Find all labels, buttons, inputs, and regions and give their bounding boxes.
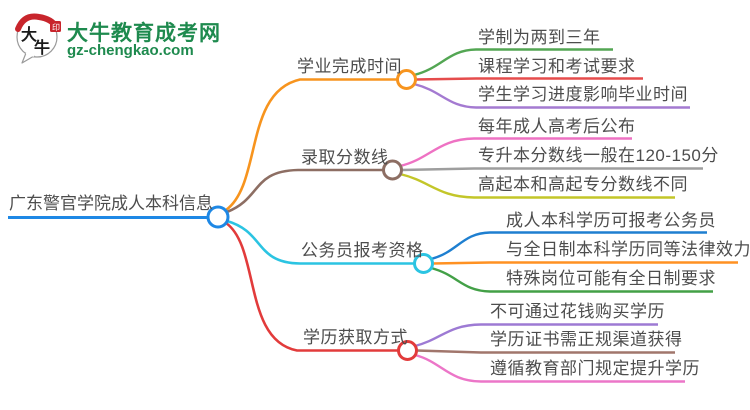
- branch-curve-study-time: [225, 78, 397, 212]
- leaf-label: 不可通过花钱购买学历: [490, 302, 665, 321]
- branch-label-score-line: 录取分数线: [301, 148, 389, 167]
- branch-curve-score-line: [226, 168, 383, 214]
- branch-label-study-time: 学业完成时间: [297, 57, 402, 76]
- leaf-label: 每年成人高考后公布: [478, 117, 636, 136]
- brand-title: 大牛教育成考网: [67, 22, 221, 45]
- branch-2-child-curves: [399, 137, 703, 199]
- branch-curve-civil-service: [226, 219, 414, 265]
- branch-1-node-circle: [396, 69, 417, 90]
- branch-3-node-circle: [413, 253, 434, 274]
- brand-domain: gz-chengkao.com: [67, 42, 194, 59]
- branch-curve-degree-path: [225, 221, 398, 352]
- leaf-label: 学生学习进度影响毕业时间: [478, 85, 688, 104]
- leaf-label: 学制为两到三年: [478, 28, 601, 47]
- leaf-label: 高起本和高起专分数线不同: [478, 175, 688, 194]
- branch-4-child-curves: [414, 323, 685, 383]
- leaf-label: 学历证书需正规渠道获得: [490, 330, 683, 349]
- leaf-label: 特殊岗位可能有全日制要求: [506, 269, 716, 288]
- leaf-label: 遵循教育部门规定提升学历: [490, 359, 700, 378]
- logo-char-bottom: 牛: [34, 38, 50, 57]
- leaf-label: 专升本分数线一般在120-150分: [478, 146, 719, 165]
- leaf-label: 成人本科学历可报考公务员: [506, 211, 716, 230]
- branch-label-civil-service: 公务员报考资格: [301, 241, 424, 260]
- root-node-circle: [206, 205, 230, 229]
- svg-text:印: 印: [52, 23, 60, 32]
- branch-label-degree-path: 学历获取方式: [303, 328, 408, 347]
- branch-2-node-circle: [382, 159, 403, 181]
- branch-3-child-curves: [430, 231, 738, 293]
- leaf-label: 与全日制本科学历同等法律效力: [506, 240, 750, 259]
- logo-char-top: 大: [21, 25, 37, 44]
- branch-4-node-circle: [397, 340, 418, 361]
- root-topic-label: 广东警官学院成人本科信息: [9, 194, 213, 213]
- leaf-label: 课程学习和考试要求: [478, 57, 636, 76]
- branch-1-child-curves: [413, 48, 690, 109]
- brand-logo-icon: 大 牛 印: [12, 8, 66, 66]
